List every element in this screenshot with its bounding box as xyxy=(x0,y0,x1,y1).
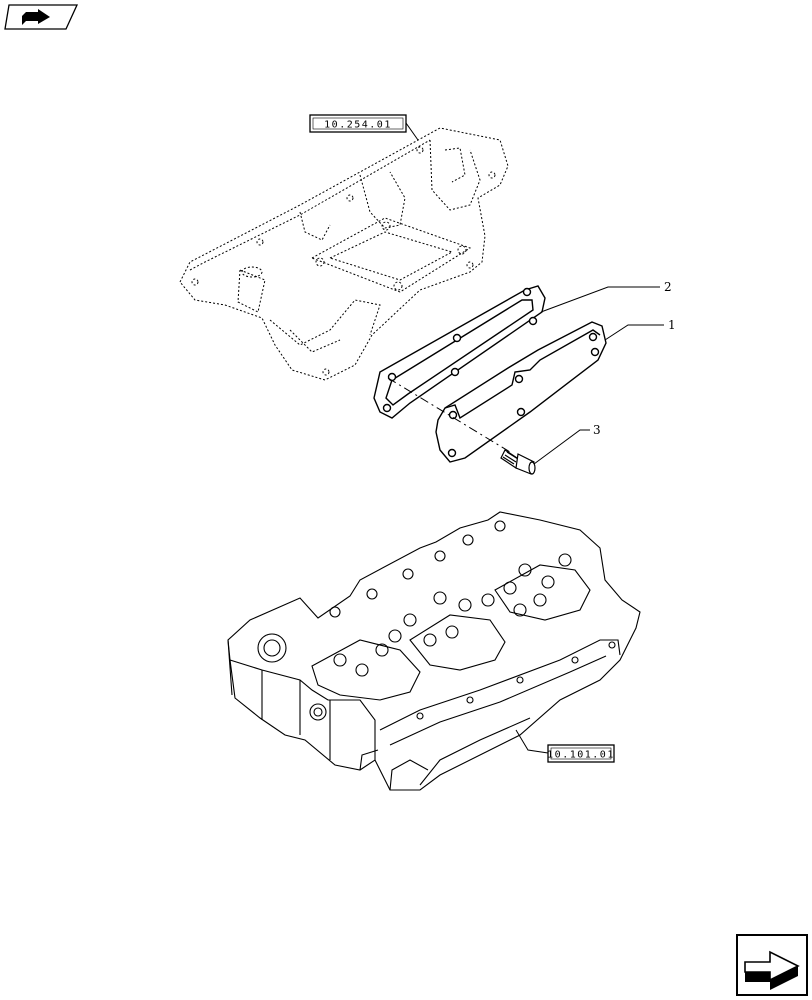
callout-item-1[interactable]: 1 xyxy=(604,318,676,341)
reference-label-cylinder-head: 10.101.01 xyxy=(547,750,615,761)
item-number-3: 3 xyxy=(593,423,601,437)
cylinder-head-drawing xyxy=(227,511,641,791)
intake-manifold-drawing xyxy=(179,127,509,381)
gasket-part-2 xyxy=(373,285,546,419)
cover-plate-part-1 xyxy=(435,321,607,463)
folder-arrow-icon[interactable] xyxy=(4,4,79,30)
reference-label-manifold: 10.254.01 xyxy=(324,120,392,131)
bolt-part-3 xyxy=(500,449,536,475)
callout-reference-10-254-01[interactable]: 10.254.01 xyxy=(309,114,419,141)
callout-reference-10-101-01[interactable]: 10.101.01 xyxy=(515,729,615,763)
alignment-line xyxy=(387,377,511,453)
next-page-arrow-icon[interactable] xyxy=(736,934,808,996)
callout-item-2[interactable]: 2 xyxy=(540,280,672,313)
item-number-2: 2 xyxy=(664,280,672,294)
callout-item-3[interactable]: 3 xyxy=(533,423,601,465)
item-number-1: 1 xyxy=(668,318,676,332)
